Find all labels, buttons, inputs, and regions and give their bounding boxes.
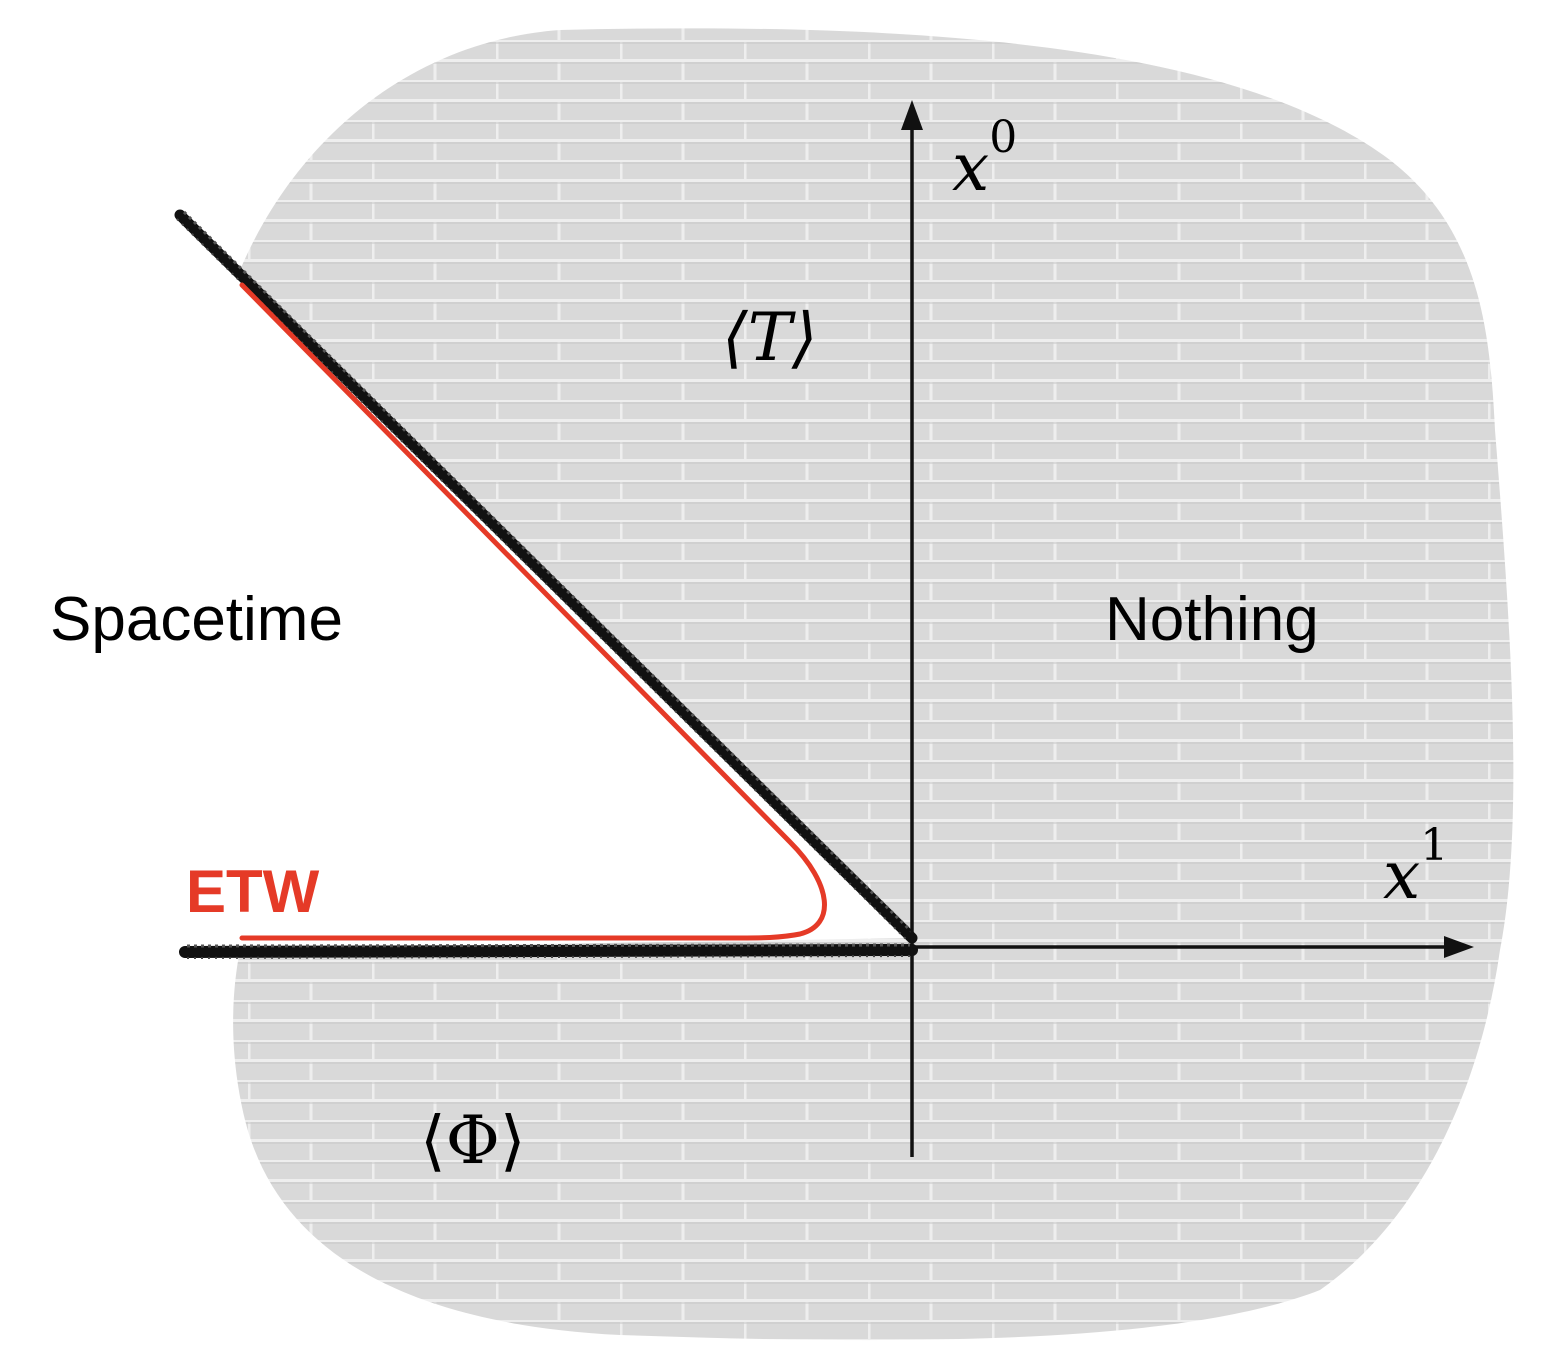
arrow-head-icon (1444, 936, 1474, 958)
etw-boundary-curve (239, 282, 827, 941)
arrow-head-icon (901, 100, 923, 130)
space-axis-label: x1 (1383, 820, 1448, 914)
scalar-vev-label: ⟨Φ⟩ (420, 1102, 526, 1179)
space-axis (912, 936, 1474, 958)
time-axis (901, 100, 923, 1157)
tachyon-condensate-boundary (174, 209, 918, 944)
nothing-label: Nothing (1105, 585, 1319, 654)
spacetime-label: Spacetime (50, 585, 343, 654)
tachyon-vev-label: ⟨T⟩ (722, 299, 818, 376)
etw-label: ETW (186, 858, 320, 925)
time-axis-label: x0 (952, 112, 1017, 206)
spacetime-wedge (0, 160, 912, 950)
horizontal-boundary (179, 943, 918, 959)
